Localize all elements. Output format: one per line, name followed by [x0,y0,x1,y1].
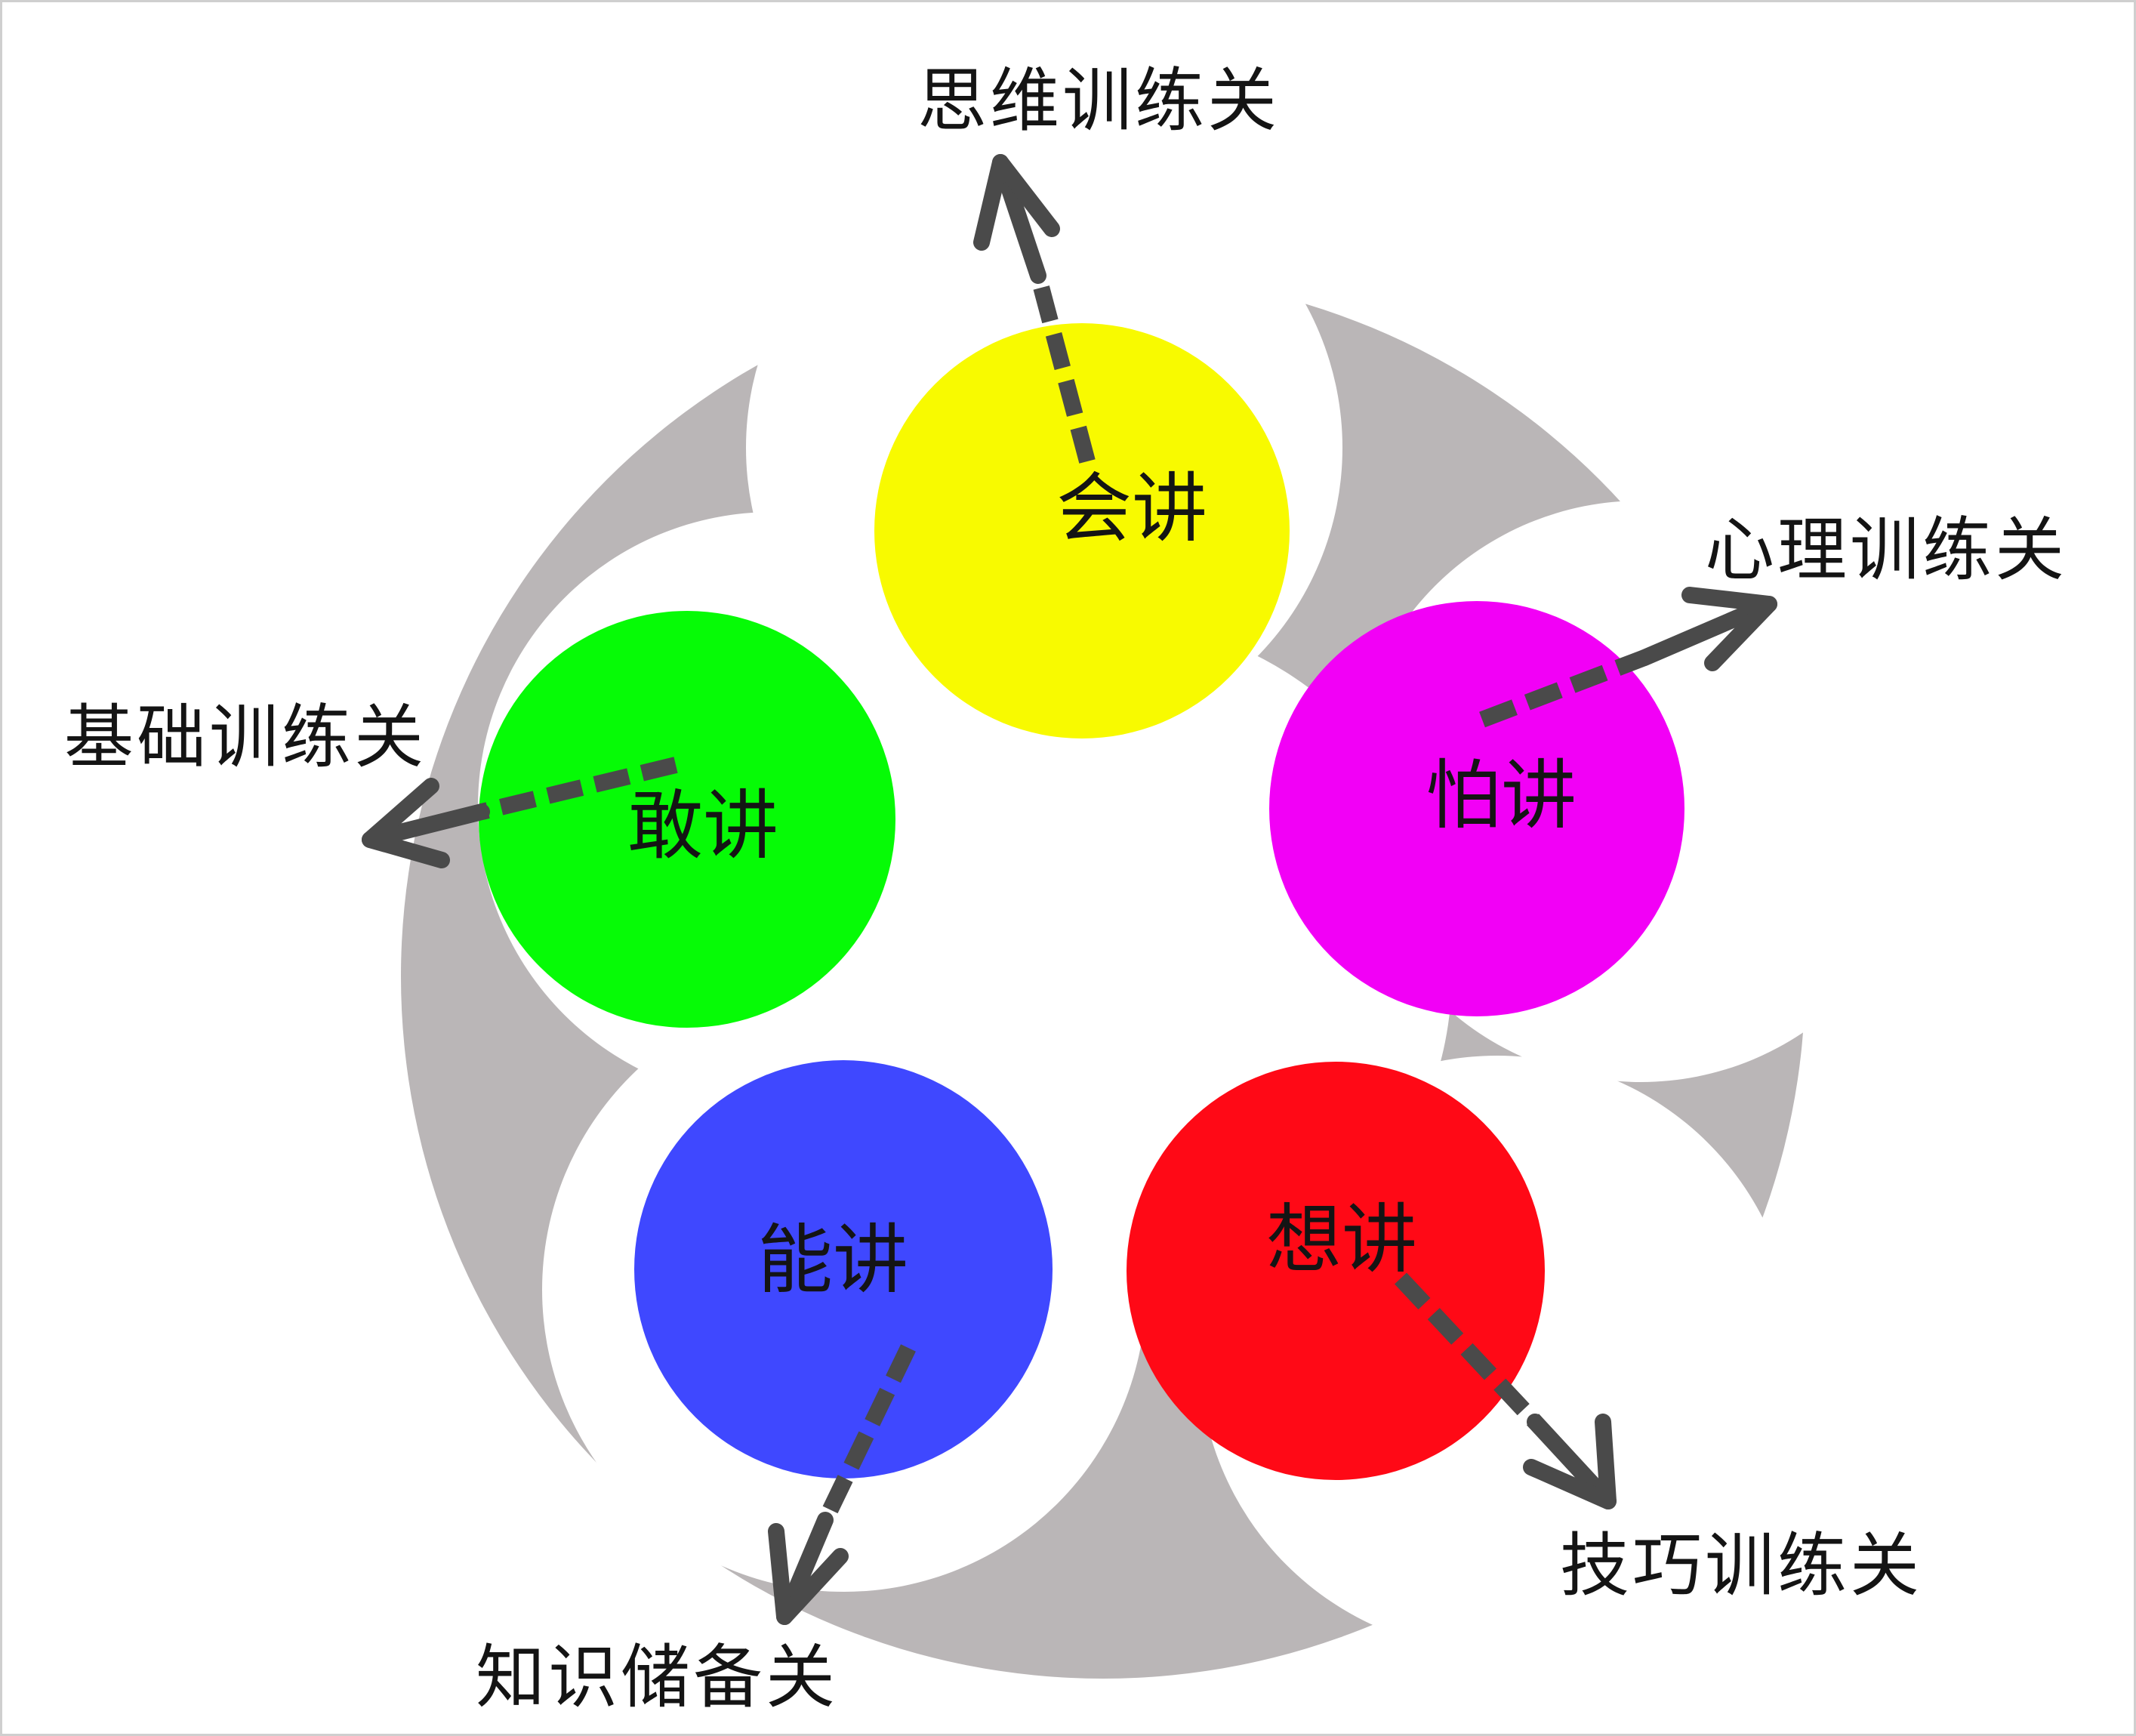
target-labels: 思维训练关 心理训练关 技巧训练关 知识储备关 基础训练关 [64,60,2067,1718]
node-label-gan: 敢讲 [627,782,778,870]
target-label-psychology: 心理训练关 [1705,510,2067,590]
target-label-knowledge: 知识储备关 [476,1637,838,1718]
node-label-hui: 会讲 [1056,464,1207,553]
target-label-basics: 基础训练关 [64,697,427,778]
arrow-gan-head [362,778,450,868]
node-circles [479,323,1684,1480]
arrow-down-left-icon [768,1344,916,1625]
arrow-hui-dashed [1030,273,1096,464]
node-circle-neng [634,1060,1053,1479]
arrow-down-right-icon [1394,1272,1617,1509]
node-label-xiang: 想讲 [1266,1195,1417,1284]
target-label-skills: 技巧训练关 [1560,1525,1922,1606]
arrow-xiang-head [1523,1414,1617,1509]
node-circle-xiang [1127,1062,1545,1480]
arrow-pa-dashed [1479,649,1647,728]
arrow-up-left-icon [973,154,1096,464]
arrow-neng-head [768,1523,849,1625]
node-label-neng: 能讲 [757,1216,908,1304]
arrow-pa-head [1681,587,1777,671]
node-circle-gan [479,611,895,1028]
node-labels: 会讲 怕讲 想讲 能讲 敢讲 [627,464,1577,1304]
node-circle-hui [874,323,1290,738]
node-circle-pa [1269,601,1684,1016]
arrow-left-icon [362,757,678,868]
target-label-thinking: 思维训练关 [917,60,1280,141]
arrow-gan-shaft [362,803,490,848]
arrow-hui-head [973,154,1060,251]
arrow-gan-dashed [479,757,678,820]
arrows [362,154,1777,1625]
arrow-neng-dashed [818,1344,916,1524]
arrow-pa-shaft [1636,596,1777,666]
node-label-pa: 怕讲 [1426,751,1577,840]
arrow-xiang-dashed [1394,1272,1542,1428]
arrow-up-right-icon [1479,587,1777,728]
